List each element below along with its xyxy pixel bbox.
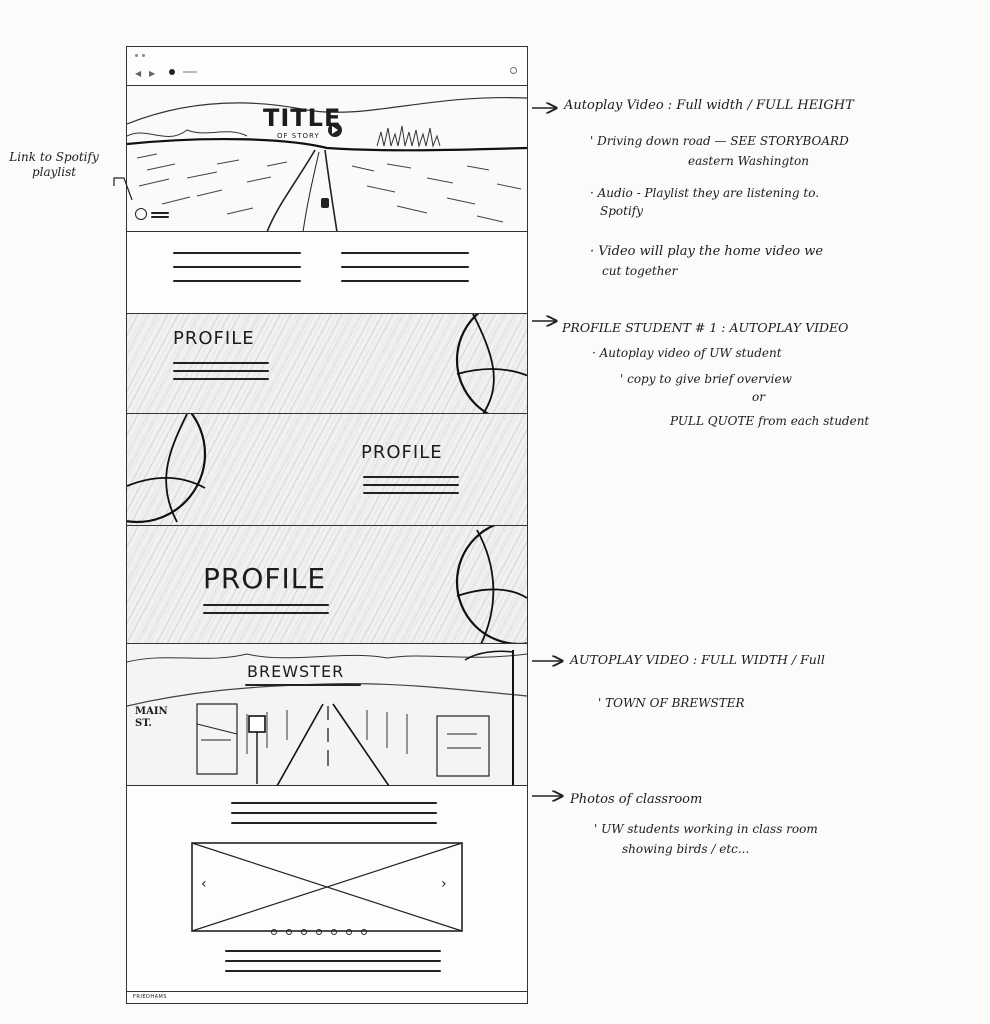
carousel-dot[interactable] xyxy=(316,929,322,935)
profile-note: · Autoplay video of UW student xyxy=(592,346,782,360)
text-line xyxy=(225,960,441,962)
profile-note: ' copy to give brief overview xyxy=(620,372,792,386)
text-line xyxy=(173,378,269,380)
text-line xyxy=(341,266,469,268)
text-line xyxy=(231,822,437,824)
text-line xyxy=(231,802,437,804)
forward-arrow-icon[interactable]: ▶ xyxy=(149,69,156,78)
search-icon[interactable] xyxy=(510,67,517,74)
text-line xyxy=(341,280,469,282)
hero-note: eastern Washington xyxy=(688,154,809,168)
text-line xyxy=(363,492,459,494)
street-sign-label: MAIN ST. xyxy=(135,706,168,729)
text-line xyxy=(173,252,301,254)
town-title: BREWSTER xyxy=(247,662,345,681)
carousel-prev-arrow-icon[interactable]: ‹ xyxy=(201,876,207,892)
title-underline xyxy=(245,684,361,686)
profile-video-section[interactable]: PROFILE xyxy=(127,525,527,643)
basketball-sketch xyxy=(455,314,527,413)
hero-note: · Video will play the home video we xyxy=(590,244,824,259)
page-footer: FRIEDHAMS xyxy=(127,991,527,1003)
text-line xyxy=(203,604,329,606)
hero-annotation-heading: Autoplay Video : Full width / FULL HEIGH… xyxy=(564,98,854,113)
carousel-dot[interactable] xyxy=(346,929,352,935)
window-dots-icon xyxy=(135,54,138,57)
text-line xyxy=(173,280,301,282)
intro-copy-section xyxy=(127,231,527,313)
footer-logo: FRIEDHAMS xyxy=(133,994,168,1000)
hero-note: · Audio - Playlist they are listening to… xyxy=(590,186,820,200)
text-line xyxy=(173,362,269,364)
carousel-dot[interactable] xyxy=(286,929,292,935)
hero-road-sketch xyxy=(127,96,527,231)
basketball-sketch xyxy=(127,414,207,524)
text-line xyxy=(341,252,469,254)
profile-annotation-heading: PROFILE STUDENT # 1 : AUTOPLAY VIDEO xyxy=(562,320,849,335)
profile-video-section[interactable]: PROFILE xyxy=(127,413,527,525)
text-line xyxy=(363,484,459,486)
hero-subtitle: OF STORY xyxy=(277,132,320,140)
classroom-photos-section: ‹ › xyxy=(127,785,527,991)
profile-note: PULL QUOTE from each student xyxy=(670,414,870,428)
text-line xyxy=(225,970,441,972)
back-arrow-icon[interactable]: ◀ xyxy=(135,69,142,78)
hero-title: TITLE xyxy=(263,104,342,132)
carousel-dot[interactable] xyxy=(331,929,337,935)
profile-title: PROFILE xyxy=(173,328,255,349)
carousel-dot[interactable] xyxy=(271,929,277,935)
classroom-note: ' UW students working in class room xyxy=(594,822,818,836)
town-video-section[interactable]: BREWSTER MAIN ST. xyxy=(127,643,527,785)
carousel-dots[interactable] xyxy=(271,920,367,939)
browser-toolbar: ◀ ▶ xyxy=(127,47,527,85)
photo-carousel[interactable] xyxy=(191,842,463,932)
address-bar[interactable] xyxy=(183,71,197,73)
classroom-annotation-heading: Photos of classroom xyxy=(570,792,703,807)
profile-note: or xyxy=(752,390,765,404)
carousel-dot[interactable] xyxy=(301,929,307,935)
town-note: ' TOWN OF BREWSTER xyxy=(598,696,745,710)
carousel-dot[interactable] xyxy=(361,929,367,935)
profile-title: PROFILE xyxy=(203,562,327,595)
text-line xyxy=(173,370,269,372)
profile-title: PROFILE xyxy=(361,442,443,463)
profile-video-section[interactable]: PROFILE xyxy=(127,313,527,413)
hero-note: Spotify xyxy=(600,204,644,218)
text-line xyxy=(225,950,441,952)
classroom-note: showing birds / etc... xyxy=(622,842,750,856)
text-line xyxy=(231,812,437,814)
basketball-sketch xyxy=(455,526,527,643)
playlist-line xyxy=(151,216,169,218)
carousel-next-arrow-icon[interactable]: › xyxy=(441,876,447,892)
text-line xyxy=(203,612,329,614)
site-favicon-icon xyxy=(169,69,175,75)
playlist-line xyxy=(151,212,169,214)
text-line xyxy=(363,476,459,478)
hero-note: cut together xyxy=(602,264,678,278)
town-annotation-heading: AUTOPLAY VIDEO : FULL WIDTH / Full xyxy=(570,652,825,667)
text-line xyxy=(173,266,301,268)
spotify-link-note: Link to Spotify playlist xyxy=(9,150,99,179)
hero-video-section[interactable]: TITLE OF STORY xyxy=(127,85,527,231)
hero-note: ' Driving down road — SEE STORYBOARD xyxy=(590,134,849,148)
wireframe-browser-frame: ◀ ▶ TITLE OF STORY xyxy=(126,46,528,1004)
spotify-icon[interactable] xyxy=(135,208,147,220)
